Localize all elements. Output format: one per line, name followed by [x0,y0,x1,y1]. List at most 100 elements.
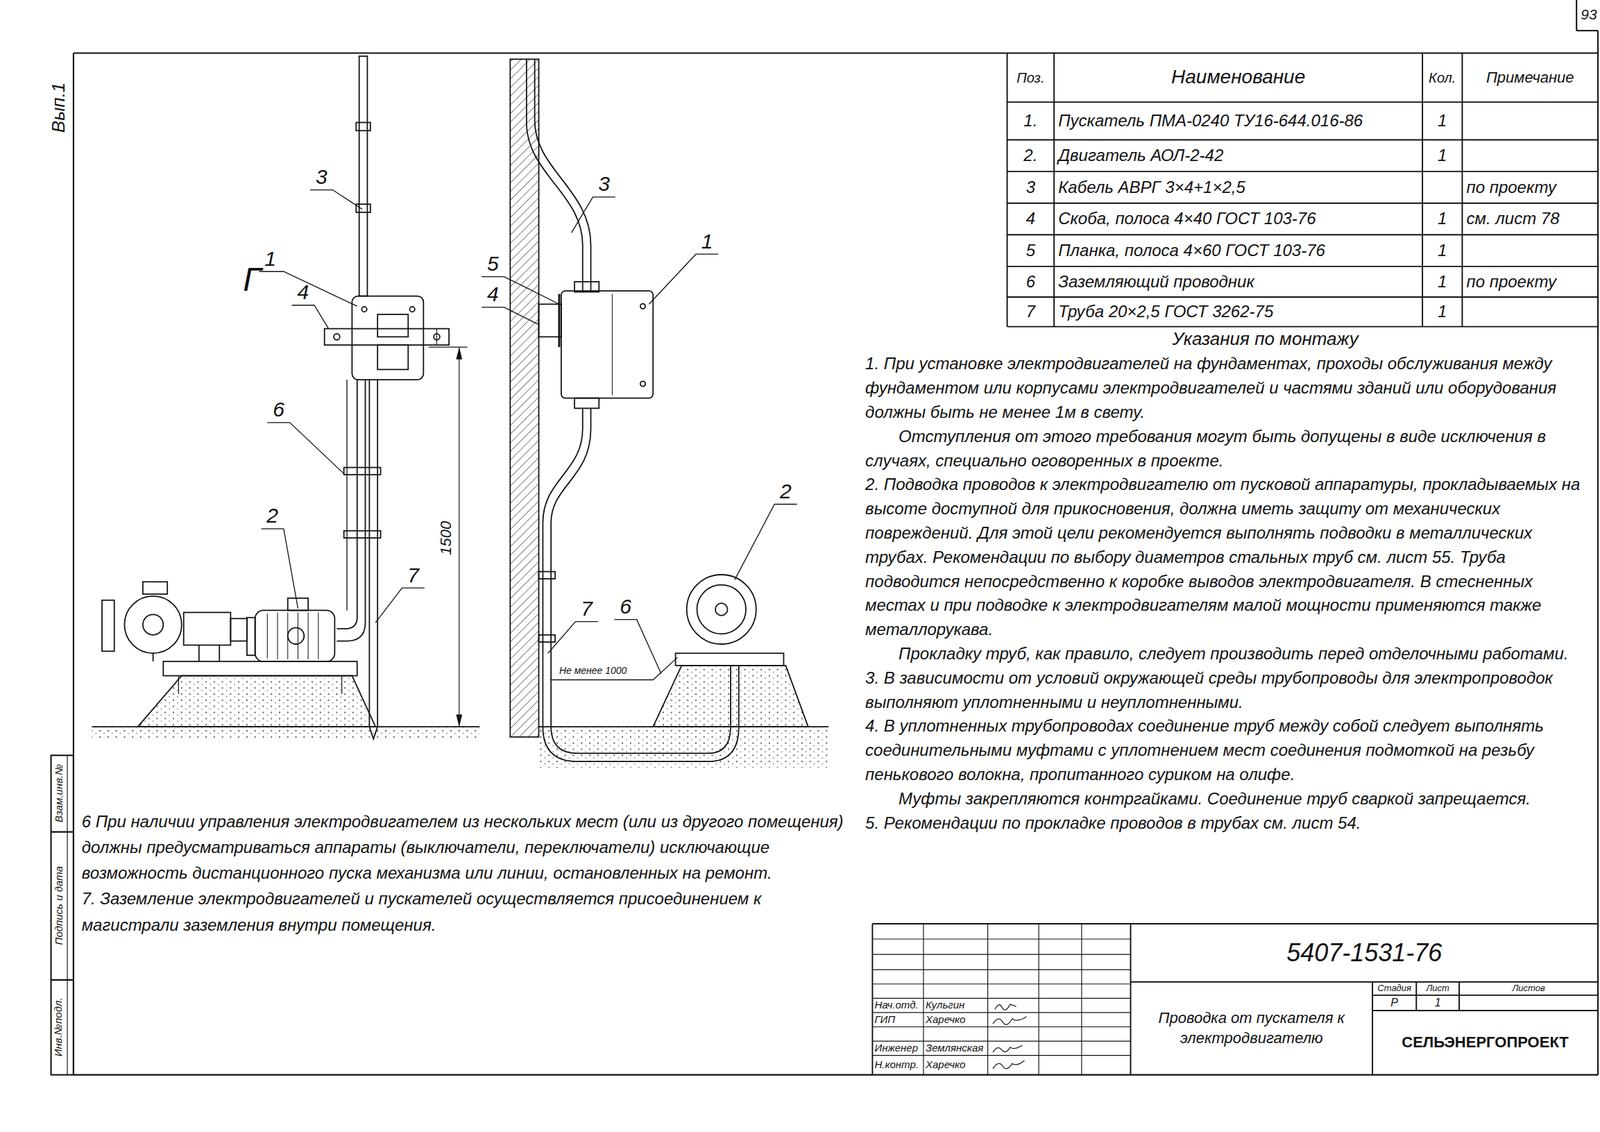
notes-block: 6 При наличии управления электродвигател… [81,808,860,938]
installation-note: Отступления от этого требования могут бы… [865,424,1594,474]
title-block-grid-part-part [872,938,1131,939]
leader-lines-part [548,621,599,654]
title-block-grid-part-part [987,923,989,1075]
left-view-part [247,617,256,655]
left-view-part [344,530,381,538]
left-view-part [198,644,200,662]
table-cell: Кабель АВРГ 3×4+1×2,5 [1053,171,1423,204]
sheet-frame-part [1597,30,1599,1075]
left-view-part [359,56,368,297]
leader-lines-part [481,307,539,325]
left-view-part [409,306,415,312]
left-view [91,56,480,739]
leader-lines-part [292,305,329,329]
callout-number: 5 [485,253,501,275]
spec-table-grid-part [1007,170,1599,173]
right-view-part [539,634,556,642]
leader-lines-part [375,587,425,623]
table-cell: Заземляющий проводник [1053,266,1423,297]
title-block-cell: Харечко [923,1012,989,1027]
right-view-part [652,665,809,727]
title-block-cell: Листов [1459,981,1598,995]
title-block-cell: 1 [1416,994,1460,1011]
right-view-part [557,294,560,347]
installation-note: 3. В зависимости от условий окружающей с… [865,666,1594,715]
title-block-grid-part [1371,981,1374,1075]
left-view-part [333,333,340,340]
sheet-frame-part [73,52,1598,54]
dimension-label: Не менее 1000 [559,664,646,678]
title-block-cell: Р [1372,994,1417,1011]
title-block-grid-part-part [922,923,924,1075]
title-block-grid-part-part [872,1054,1131,1056]
right-view-part [611,294,613,396]
left-view-part [267,611,319,660]
callout-number: 7 [405,564,421,586]
left-view-part [324,328,449,346]
signatures-part [994,1003,1017,1010]
leader-lines-part [571,197,616,233]
sheet-frame-part [73,1074,1598,1076]
signatures-part [992,1044,1023,1052]
signatures-part [992,1060,1025,1069]
left-view-part [183,611,232,645]
right-view-part [640,303,646,309]
leader-lines [259,190,798,674]
right-view-part [696,584,746,635]
left-view-part [163,661,357,676]
view-letter: Г [236,260,268,298]
left-view-part [101,600,115,652]
table-cell: 2. [1007,139,1055,172]
left-view-part [218,644,220,662]
right-view-part [640,380,646,386]
left-view-part [377,314,408,337]
callout-number: 6 [618,596,633,618]
title-block-grid-part [1372,994,1598,996]
callout-number: 1 [700,230,715,252]
installation-note: 2. Подводка проводов к электродвигателю … [865,472,1594,642]
callout-number: 4 [485,283,501,306]
table-cell: 1 [1422,234,1462,267]
title-block-cell: Лист [1416,981,1460,995]
title-block-grid-part-part [872,1040,1131,1042]
table-cell: 7 [1007,296,1055,327]
spec-table-grid-part [1007,265,1599,268]
title-block-grid-part [872,923,1131,1075]
title-block-cell: Харечко [923,1055,989,1075]
leader-lines-part [310,190,363,210]
sheet-frame-part [1575,0,1578,31]
title-block-cell: ГИП [872,1012,924,1027]
left-view-part [436,328,438,346]
left-view-part [455,713,463,727]
right-view-part [686,574,757,644]
table-cell: 1 [1422,296,1462,327]
left-view-part [142,614,164,635]
left-view-part-part [267,613,268,659]
leader-lines-part [267,422,345,475]
title-block-grid-part [1415,981,1417,1011]
title-block-grid-part [1372,1009,1598,1011]
title-block-grid-part-part [872,983,1131,984]
left-view-part [351,296,424,381]
title-block-grid-part-part [1081,923,1082,1075]
sheet-frame-part [51,754,74,1075]
title-block-grid-part [872,922,1598,925]
signatures-part [992,1016,1027,1025]
spec-table-grid [1007,52,1599,327]
table-cell: Пускатель ПМА-0240 ТУ16-644.016-86 [1053,101,1423,140]
table-header: Наименование [1053,52,1423,102]
spec-table-grid-part [1421,52,1424,327]
title-block-grid-part-part [872,1011,1131,1013]
table-cell: 1 [1422,139,1462,172]
sheet-number: 93 [1577,2,1598,25]
installation-note: Муфты закрепляются контргайками. Соедине… [865,786,1594,812]
installation-note: 1. При установке электродвигателей на фу… [865,351,1594,424]
left-view-part [91,726,480,739]
left-view-part [287,598,309,611]
spec-table-grid-part [1007,296,1599,298]
right-view-part [534,58,592,291]
left-view-part [344,467,381,475]
notes-heading: Указания по монтажу [1020,327,1511,350]
right-view-part [574,398,599,409]
drawing-code: 5407-1531-76 [1130,923,1598,982]
